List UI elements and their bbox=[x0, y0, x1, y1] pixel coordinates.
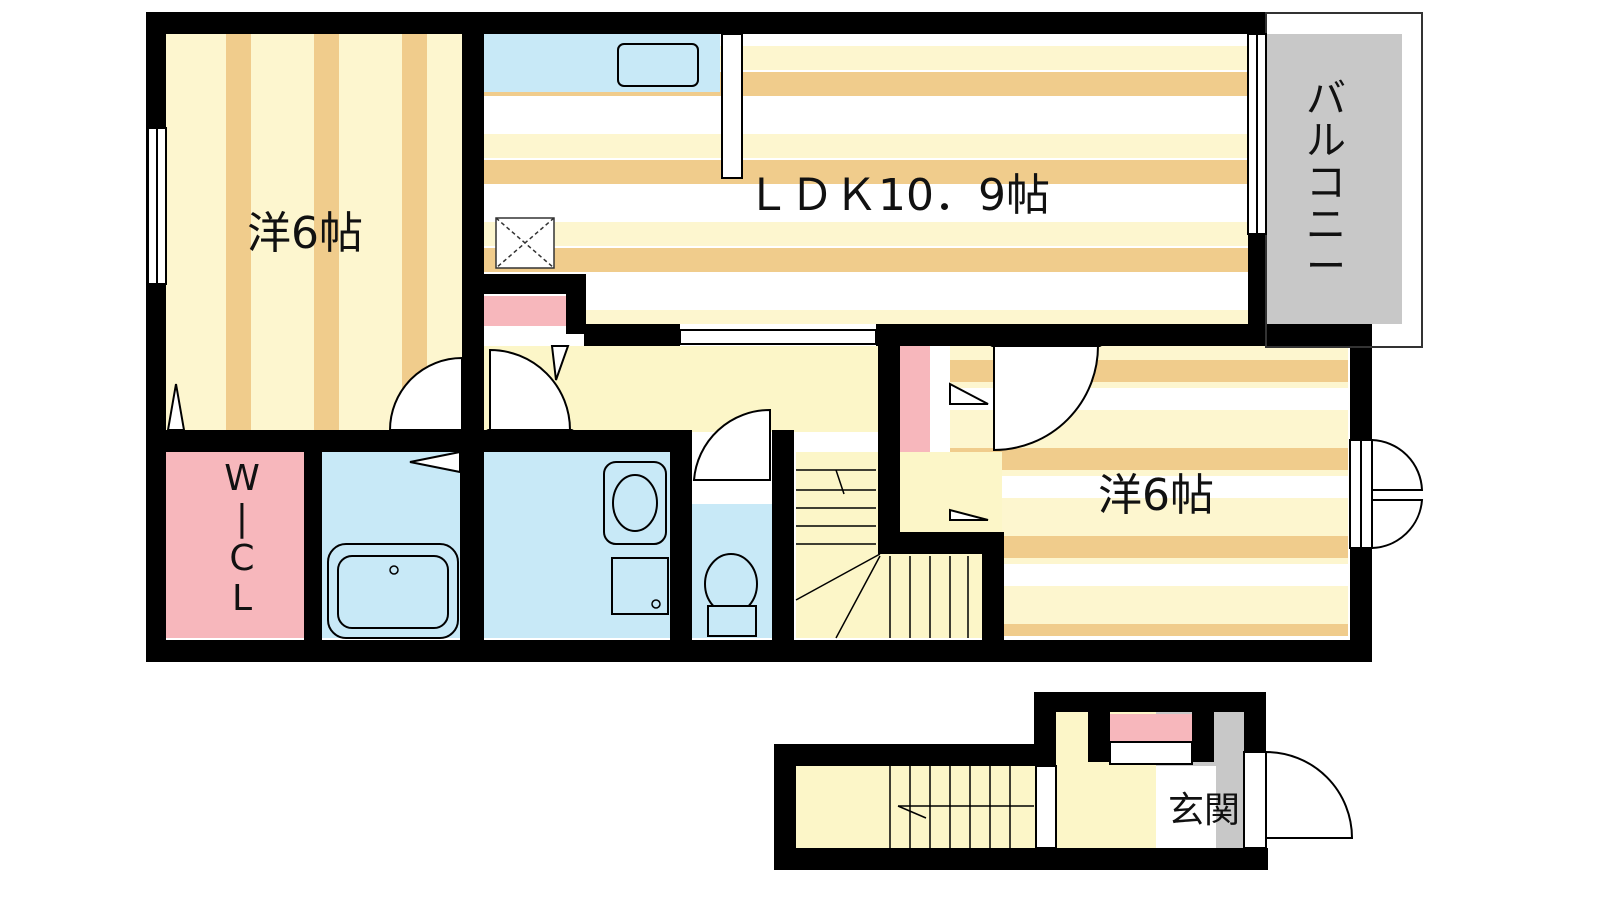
balcony-label-char: コ bbox=[1306, 160, 1346, 206]
lower-stair-edge bbox=[1035, 765, 1057, 849]
bedroom-east-label: 洋6帖 bbox=[1098, 470, 1214, 521]
bedroom-west-label: 洋6帖 bbox=[247, 208, 363, 259]
kitchen-sink bbox=[617, 43, 699, 87]
wicl-label-char: W bbox=[224, 458, 260, 499]
lower-walls bbox=[774, 692, 1268, 870]
entrance-door-frame bbox=[1243, 751, 1267, 849]
wicl-floor bbox=[166, 452, 304, 638]
washing-machine bbox=[611, 557, 669, 615]
entrance-label: 玄関 bbox=[1168, 790, 1240, 831]
pipe-shaft bbox=[495, 217, 555, 269]
balcony-label-char: ー bbox=[1306, 244, 1346, 290]
balcony-label-char: ニ bbox=[1306, 202, 1346, 248]
entrance-step bbox=[1156, 766, 1216, 848]
wicl-label-char: | bbox=[236, 498, 248, 539]
washing-machine-drain bbox=[651, 599, 661, 609]
lower-stair-floor bbox=[796, 766, 1056, 848]
windows bbox=[147, 33, 1373, 549]
washbasin-bowl bbox=[612, 474, 658, 532]
bedroom-west-floor bbox=[166, 34, 462, 430]
fridge-space bbox=[484, 296, 566, 326]
lower-stairs bbox=[889, 766, 1034, 848]
balcony-label-char: バ bbox=[1306, 76, 1346, 122]
balcony-floor bbox=[1266, 34, 1402, 324]
entrance-cabinet-edge bbox=[1109, 741, 1193, 765]
shoe-cabinet bbox=[1110, 714, 1192, 742]
ldk-label: ＬＤＫ10．9帖 bbox=[746, 170, 1050, 221]
balcony-label-char: ル bbox=[1306, 118, 1346, 164]
doors bbox=[166, 331, 1424, 839]
upper-stairs bbox=[795, 469, 969, 639]
bathtub-drain bbox=[389, 565, 399, 575]
kitchen-divider bbox=[721, 33, 743, 179]
toilet-tank bbox=[707, 605, 757, 637]
wicl-label-char: L bbox=[232, 578, 252, 619]
wicl-label-char: C bbox=[229, 538, 254, 579]
bathtub bbox=[327, 543, 459, 639]
wicl-label: W|CL bbox=[224, 458, 260, 619]
bathtub-inner bbox=[337, 555, 449, 629]
